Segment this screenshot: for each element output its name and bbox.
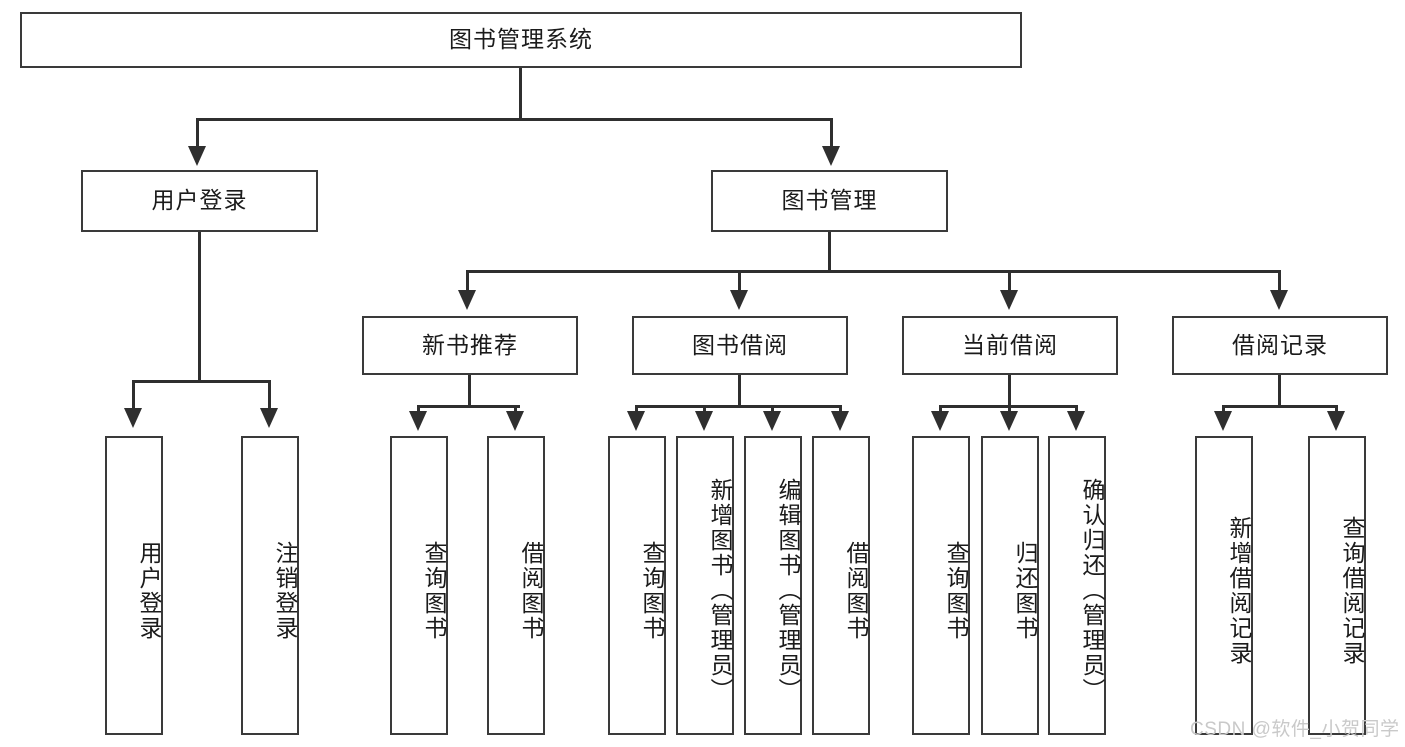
connector-book-borrow-leaf1: [635, 405, 638, 413]
connector-borrow-record-leaf1: [1222, 405, 1225, 413]
arrowhead-user-login-leaf1: [124, 408, 142, 428]
connector-current-borrow-leaf3: [1075, 405, 1078, 413]
connector-level3-bus: [466, 270, 1280, 273]
arrowhead-user-login-leaf2: [260, 408, 278, 428]
leaf-current-borrow-query[interactable]: 查询图书: [912, 436, 970, 735]
connector-book-borrow-leaf3: [771, 405, 774, 413]
connector-user-login-leaf2: [268, 380, 271, 410]
arrowhead-borrow-record: [1270, 290, 1288, 310]
connector-to-user-login: [196, 118, 199, 148]
connector-current-borrow-stem: [1008, 375, 1011, 407]
leaf-borrow-record-query[interactable]: 查询借阅记录: [1308, 436, 1366, 735]
arrowhead-book-borrow-leaf2: [695, 411, 713, 431]
node-borrow-record[interactable]: 借阅记录: [1172, 316, 1388, 375]
node-user-login[interactable]: 用户登录: [81, 170, 318, 232]
node-book-borrow[interactable]: 图书借阅: [632, 316, 848, 375]
connector-new-book-leaf1: [417, 405, 420, 413]
arrowhead-book-borrow: [730, 290, 748, 310]
node-root-system[interactable]: 图书管理系统: [20, 12, 1022, 68]
connector-new-book-leaf2: [514, 405, 517, 413]
leaf-new-book-borrow[interactable]: 借阅图书: [487, 436, 545, 735]
arrowhead-borrow-record-leaf1: [1214, 411, 1232, 431]
connector-book-manage-stem: [828, 232, 831, 272]
connector-borrow-record-bus: [1222, 405, 1338, 408]
connector-book-borrow-leaf4: [839, 405, 842, 413]
arrowhead-current-borrow-leaf3: [1067, 411, 1085, 431]
arrowhead-book-borrow-leaf3: [763, 411, 781, 431]
connector-new-book-stem: [468, 375, 471, 407]
connector-to-current-borrow: [1008, 270, 1011, 292]
arrowhead-current-borrow-leaf1: [931, 411, 949, 431]
node-current-borrow[interactable]: 当前借阅: [902, 316, 1118, 375]
arrowhead-borrow-record-leaf2: [1327, 411, 1345, 431]
watermark-csdn: CSDN @软件_小贺同学: [1190, 719, 1400, 740]
connector-user-login-bus: [132, 380, 270, 383]
arrowhead-new-book-leaf1: [409, 411, 427, 431]
leaf-user-login-signin[interactable]: 用户登录: [105, 436, 163, 735]
connector-book-borrow-bus: [635, 405, 842, 408]
connector-borrow-record-stem: [1278, 375, 1281, 407]
connector-book-borrow-stem: [738, 375, 741, 407]
connector-to-book-manage: [830, 118, 833, 148]
leaf-book-borrow-add[interactable]: 新增图书（管理员）: [676, 436, 734, 735]
leaf-book-borrow-query[interactable]: 查询图书: [608, 436, 666, 735]
arrowhead-new-book: [458, 290, 476, 310]
connector-current-borrow-leaf1: [939, 405, 942, 413]
node-new-book-recommend[interactable]: 新书推荐: [362, 316, 578, 375]
connector-new-book-bus: [417, 405, 520, 408]
node-book-management[interactable]: 图书管理: [711, 170, 948, 232]
connector-user-login-stem: [198, 232, 201, 382]
leaf-current-borrow-confirm[interactable]: 确认归还（管理员）: [1048, 436, 1106, 735]
arrowhead-book-borrow-leaf1: [627, 411, 645, 431]
leaf-book-borrow-borrow[interactable]: 借阅图书: [812, 436, 870, 735]
connector-to-new-book: [466, 270, 469, 292]
leaf-current-borrow-return[interactable]: 归还图书: [981, 436, 1039, 735]
connector-book-borrow-leaf2: [703, 405, 706, 413]
connector-root-bus: [196, 118, 833, 121]
connector-root-stem: [519, 68, 522, 120]
connector-borrow-record-leaf2: [1335, 405, 1338, 413]
leaf-book-borrow-edit[interactable]: 编辑图书（管理员）: [744, 436, 802, 735]
leaf-user-login-signout[interactable]: 注销登录: [241, 436, 299, 735]
arrowhead-new-book-leaf2: [506, 411, 524, 431]
connector-to-borrow-record: [1278, 270, 1281, 292]
arrowhead-current-borrow: [1000, 290, 1018, 310]
arrowhead-book-manage: [822, 146, 840, 166]
arrowhead-user-login: [188, 146, 206, 166]
connector-user-login-leaf1: [132, 380, 135, 410]
arrowhead-book-borrow-leaf4: [831, 411, 849, 431]
leaf-borrow-record-add[interactable]: 新增借阅记录: [1195, 436, 1253, 735]
connector-current-borrow-leaf2: [1008, 405, 1011, 413]
connector-to-book-borrow: [738, 270, 741, 292]
leaf-new-book-query[interactable]: 查询图书: [390, 436, 448, 735]
arrowhead-current-borrow-leaf2: [1000, 411, 1018, 431]
